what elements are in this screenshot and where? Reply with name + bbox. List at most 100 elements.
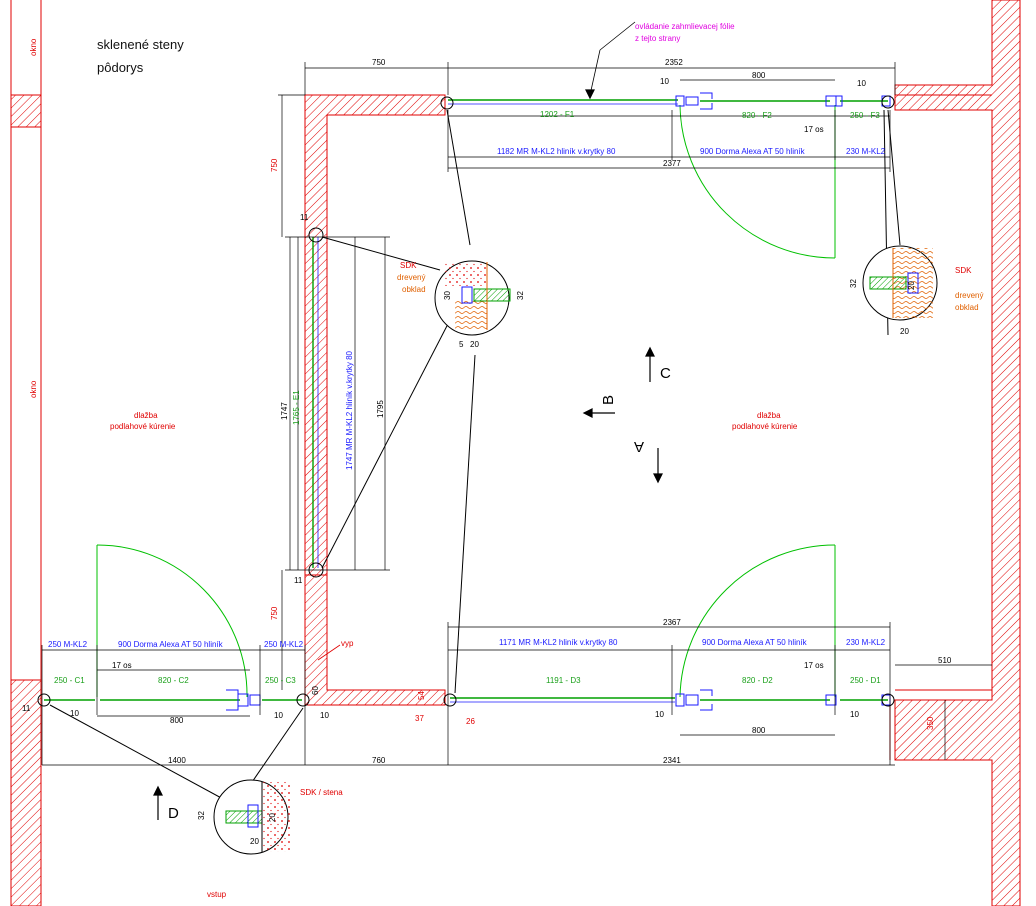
spec-dorma-top: 900 Dorma Alexa AT 50 hliník [700, 147, 806, 156]
detail-callout-1 [434, 260, 511, 336]
dim-750-left-bottom: 750 [270, 606, 279, 620]
detail1-dim-20: 20 [470, 340, 479, 349]
detail3-dim-32: 32 [197, 811, 206, 820]
panel-d3: 1191 - D3 [546, 676, 581, 685]
room-labels: okno okno dlažba podlahové kúrenie dlažb… [29, 22, 983, 899]
dim-11-bl: 11 [22, 704, 31, 713]
dim-760: 760 [372, 756, 386, 765]
heating-label-left: podlahové kúrenie [110, 422, 176, 431]
dim-10-top-a: 10 [660, 77, 669, 86]
spec-dorma-bl: 900 Dorma Alexa AT 50 hliník [118, 640, 224, 649]
spec-dorma-br: 900 Dorma Alexa AT 50 hliník [702, 638, 808, 647]
arrow-label-c: C [660, 365, 671, 382]
detail2-sdk-label: SDK [955, 266, 972, 275]
detail-callout-2 [862, 245, 938, 321]
spec-mkl-top: 230 M-KL2 [846, 147, 886, 156]
walls [10, 0, 1021, 906]
entrance-label: vstup [207, 890, 227, 899]
dim-10-br-b: 10 [850, 710, 859, 719]
arrow-label-b: B [600, 395, 617, 405]
spec-mr-br: 1171 MR M-KL2 hliník v.krytky 80 [499, 638, 618, 647]
window-label-mid: okno [29, 380, 38, 398]
title-line-2: pôdorys [97, 60, 144, 75]
dim-60: 60 [311, 686, 320, 695]
spec-mr-left: 1747 MR M-KL2 hliník v.krytky 80 [345, 350, 354, 470]
bottom-right-dimensions: 2367 1171 MR M-KL2 hliník v.krytky 80 90… [415, 618, 952, 735]
dim-1400: 1400 [168, 756, 186, 765]
spec-mr-top: 1182 MR M-KL2 hliník v.krytky 80 [497, 147, 616, 156]
heating-label-right: podlahové kúrenie [732, 422, 798, 431]
arrow-label-a: A [634, 438, 644, 455]
dim-10-bl-b: 10 [274, 711, 283, 720]
dim-2341: 2341 [663, 756, 681, 765]
top-wall-dimensions: 750 2352 800 10 10 1202 - F1 820 - F2 25… [372, 58, 886, 168]
detail3-sdk-label: SDK / stena [300, 788, 343, 797]
film-control-note-2: z tejto strany [635, 34, 680, 43]
arrow-labels: A B C D [168, 365, 671, 822]
film-control-note-1: ovládanie zahmlievacej fólie [635, 22, 735, 31]
detail2-dim-32: 32 [849, 279, 858, 288]
dim-10-br-a: 10 [655, 710, 664, 719]
glass-walls [44, 99, 888, 703]
dim-510: 510 [938, 656, 952, 665]
fittings [226, 92, 891, 711]
dim-800-bl: 800 [170, 716, 184, 725]
overall-dimensions: 1400 760 2341 [168, 756, 681, 765]
dim-10-top-b: 10 [857, 79, 866, 88]
dim-800-top: 800 [752, 71, 766, 80]
dim-350: 350 [926, 716, 935, 730]
switch-label: vyp [341, 639, 354, 648]
direction-arrows [153, 21, 663, 820]
floor-label-right: dlažba [757, 411, 781, 420]
spec-mkl-bl-a: 250 M-KL2 [48, 640, 88, 649]
left-wall-dimensions: 750 11 1747 1765 - E1 1747 MR M-KL2 hlin… [270, 158, 385, 620]
panel-c2: 820 - C2 [158, 676, 189, 685]
detail2-wood-label-a: drevený [955, 291, 983, 300]
title-block: sklenené steny pôdorys [97, 37, 184, 75]
dimension-lines [41, 62, 992, 766]
detail-callout-3 [213, 779, 290, 855]
dim-26: 26 [466, 717, 475, 726]
panel-f1: 1202 - F1 [540, 110, 575, 119]
door-swings [96, 104, 836, 698]
panel-f2: 820 - F2 [742, 111, 772, 120]
dim-2377: 2377 [663, 159, 681, 168]
detail1-dim-5: 5 [459, 340, 464, 349]
panel-f3: 250 - F3 [850, 111, 880, 120]
panel-d1: 250 - D1 [850, 676, 881, 685]
dim-750-left-top: 750 [270, 158, 279, 172]
detail2-dim-20a: 20 [907, 281, 916, 290]
callout-circles [37, 95, 901, 801]
detail3-dim-20b: 20 [250, 837, 259, 846]
detail1-wood-label-b: obklad [402, 285, 426, 294]
floor-label-left: dlažba [134, 411, 158, 420]
dim-10-bl-c: 10 [320, 711, 329, 720]
window-label-top: okno [29, 38, 38, 56]
panel-d2: 820 - D2 [742, 676, 773, 685]
panel-c3: 250 - C3 [265, 676, 296, 685]
axis-17-bl: 17 os [112, 661, 132, 670]
dim-11-top: 11 [300, 213, 309, 222]
title-line-1: sklenené steny [97, 37, 184, 52]
detail-dimensions: 32 30 5 20 32 20 20 32 20 20 [197, 279, 916, 846]
dim-1795: 1795 [376, 400, 385, 418]
detail1-dim-30: 30 [443, 291, 452, 300]
axis-17-br: 17 os [804, 661, 824, 670]
panel-e1: 1765 - E1 [292, 390, 301, 425]
dim-2367: 2367 [663, 618, 681, 627]
dim-10-bl-a: 10 [70, 709, 79, 718]
dim-37: 37 [415, 714, 424, 723]
axis-17-top: 17 os [804, 125, 824, 134]
detail1-wood-label-a: drevený [397, 273, 425, 282]
arrow-label-d: D [168, 805, 179, 822]
detail2-wood-label-b: obklad [955, 303, 979, 312]
detail2-dim-20b: 20 [900, 327, 909, 336]
spec-mkl-br: 230 M-KL2 [846, 638, 886, 647]
panel-c1: 250 - C1 [54, 676, 85, 685]
dim-2352: 2352 [665, 58, 683, 67]
detail1-sdk-label: SDK [400, 261, 417, 270]
spec-mkl-bl-b: 250 M-KL2 [264, 640, 304, 649]
dim-54: 54 [417, 691, 426, 700]
dim-750-top: 750 [372, 58, 386, 67]
